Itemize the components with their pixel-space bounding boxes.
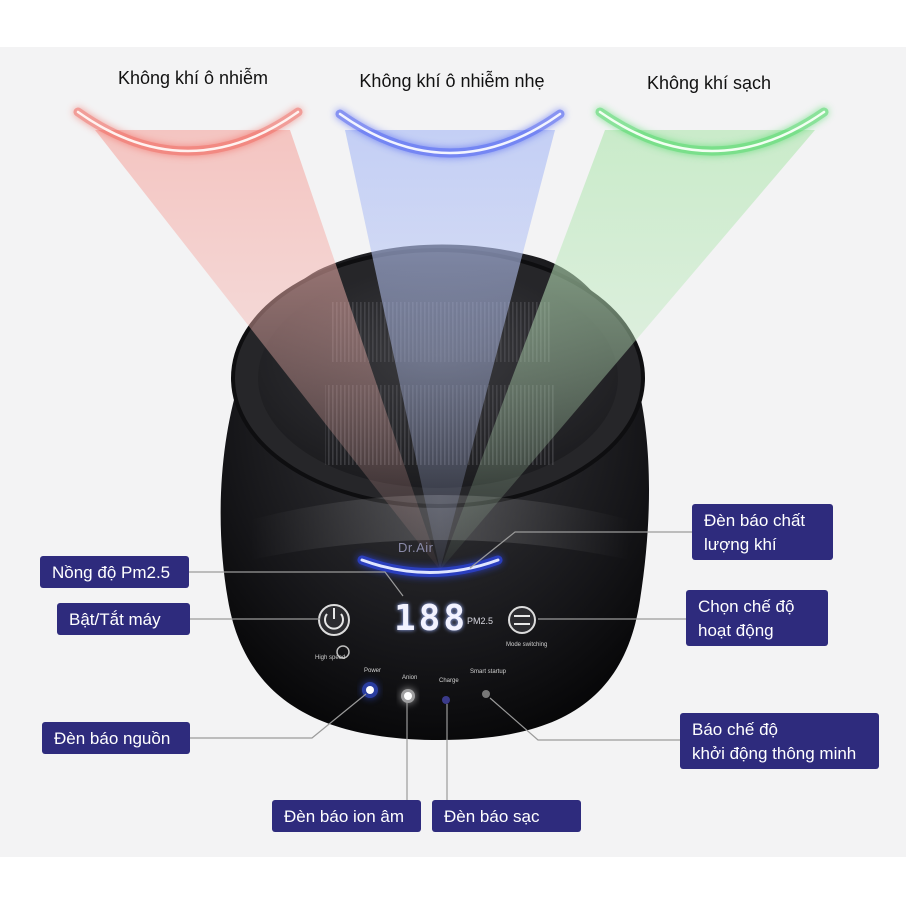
callout-mode-select: Chọn chế độ hoạt động xyxy=(686,590,828,646)
callout-air-quality-light: Đèn báo chất lượng khí xyxy=(692,504,833,560)
power-button[interactable] xyxy=(318,604,350,636)
arc-blue xyxy=(335,109,565,158)
pm25-display: 188 xyxy=(394,598,469,639)
beam-blue xyxy=(345,130,555,570)
callout-pm25: Nồng độ Pm2.5 xyxy=(40,556,189,588)
label-smart-startup: Smart startup xyxy=(470,669,507,675)
label-charge: Charge xyxy=(439,678,459,684)
label-mode-switching: Mode switching xyxy=(506,642,548,648)
leader-lines xyxy=(188,531,692,800)
callout-ion-light: Đèn báo ion âm xyxy=(272,800,421,832)
label-power: Power xyxy=(364,668,382,674)
callout-charge-light: Đèn báo sạc xyxy=(432,800,581,832)
arc-green xyxy=(595,107,829,156)
beam-red xyxy=(95,130,440,570)
charge-led xyxy=(442,696,450,704)
beam-green xyxy=(440,130,815,570)
anion-led xyxy=(401,689,415,703)
leader-pm25 xyxy=(188,571,404,597)
leader-air-quality xyxy=(469,531,692,569)
callout-power-light: Đèn báo nguồn xyxy=(42,722,190,754)
callout-power-toggle: Bật/Tắt máy xyxy=(57,603,190,635)
leader-smart-startup xyxy=(489,697,680,741)
mode-switch-button[interactable] xyxy=(508,606,536,634)
quality-label-lightly-polluted: Không khí ô nhiễm nhẹ xyxy=(359,71,545,91)
quality-label-polluted: Không khí ô nhiễm xyxy=(117,68,269,88)
callout-smart-startup: Báo chế độ khởi động thông minh xyxy=(680,713,879,769)
air-quality-light xyxy=(357,555,503,577)
smart-startup-led xyxy=(482,690,490,698)
label-high-speed: High speed xyxy=(315,655,346,661)
brand-logo-text: Dr.Air xyxy=(398,540,434,555)
leader-power-light xyxy=(190,693,367,739)
pm25-unit: PM2.5 xyxy=(467,616,494,626)
label-anion: Anion xyxy=(402,675,418,681)
arc-red xyxy=(73,107,303,156)
quality-label-clean: Không khí sạch xyxy=(646,73,772,93)
fan-icon xyxy=(336,645,350,659)
